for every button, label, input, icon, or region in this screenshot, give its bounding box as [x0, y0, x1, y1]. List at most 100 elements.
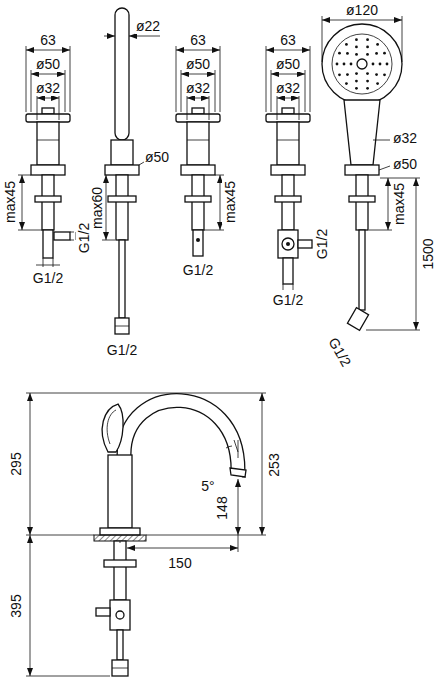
- reach-dimension: 150: [167, 555, 192, 571]
- spout-part: [105, 165, 139, 175]
- nozzle-dots-part: [386, 63, 389, 66]
- nozzle-dots-part: [355, 72, 358, 75]
- valve-middle: [176, 46, 220, 230]
- thread-size: G1/2: [314, 228, 330, 260]
- side-view-part: [242, 477, 246, 478]
- side-view-part: [104, 560, 136, 567]
- diameter-dimension: ø50: [275, 56, 301, 72]
- side-view-part: [96, 608, 110, 616]
- valve-middle-outlet-part: [220, 175, 221, 230]
- hand-shower-part: [369, 230, 392, 231]
- hand-shower-part: [416, 178, 417, 330]
- side-view-part: [102, 404, 123, 452]
- hand-shower-part: [332, 34, 392, 94]
- nozzle-dots-part: [379, 63, 382, 66]
- diameter-dimension: ø50: [392, 156, 418, 172]
- length-dimension: max45: [391, 182, 407, 226]
- hand-shower-part: [357, 59, 367, 69]
- spout: [102, 8, 160, 334]
- nozzle-dots-part: [338, 73, 341, 76]
- valve-left-outlet-part: [70, 232, 74, 233]
- diameter-dimension: ø22: [135, 18, 161, 34]
- spout-part: [106, 175, 107, 240]
- spout-part: [102, 240, 115, 241]
- nozzle-dots-part: [366, 87, 369, 90]
- valve-left: [26, 46, 70, 230]
- angle-dimension: 5°: [200, 478, 215, 494]
- nozzle-dots-part: [366, 45, 369, 48]
- spout-part: [115, 326, 129, 327]
- nozzle-dots-part: [355, 87, 358, 90]
- side-view-part: [127, 548, 238, 549]
- length-dimension: max45: [2, 180, 18, 224]
- hand-shower-part: [359, 230, 365, 310]
- side-view-part: [226, 446, 232, 448]
- valve-left-outlet-part: [36, 265, 60, 266]
- nozzle-dots-part: [372, 63, 375, 66]
- nozzle-dots-part: [383, 52, 386, 55]
- nozzle-dots-part: [355, 53, 358, 56]
- spout-part: [116, 175, 128, 240]
- diameter-dimension: ø50: [144, 149, 170, 165]
- valve-left-outlet-part: [43, 258, 44, 267]
- diameter-dimension: ø32: [35, 80, 61, 96]
- side-view-part: [120, 541, 121, 543]
- thread-size: G1/2: [325, 334, 355, 370]
- hand-shower: [322, 16, 420, 330]
- side-view-part: [117, 630, 123, 660]
- diverter-block-part: [293, 284, 294, 290]
- side-view-part: [234, 440, 238, 452]
- nozzle-dots-part: [366, 53, 369, 56]
- valve-left-outlet-part: [18, 175, 31, 176]
- valve-middle-outlet-part: [193, 230, 203, 256]
- nozzle-dots-part: [343, 63, 346, 66]
- side-view-part: [238, 479, 239, 535]
- diverter-block-part: [278, 230, 298, 258]
- nozzle-dots-part: [336, 63, 339, 66]
- diverter-block-part: [283, 258, 293, 284]
- valve-left-outlet-part: [54, 232, 70, 240]
- nozzle-dots-part: [355, 80, 358, 83]
- height-dimension: 395: [8, 593, 24, 618]
- valve-left-outlet-part: [18, 230, 42, 231]
- nozzle-dots-part: [350, 63, 353, 66]
- hand-shower-part: [366, 330, 420, 331]
- hand-shower-part: [322, 20, 402, 21]
- height-dimension: 148: [214, 495, 230, 520]
- side-view-part: [146, 535, 266, 536]
- side-view-part: [230, 468, 246, 477]
- hand-shower-part: [402, 16, 403, 62]
- valve-middle-outlet-part: [204, 230, 224, 231]
- side-view-part: [238, 535, 239, 552]
- side-view-part: [94, 535, 146, 541]
- width-dimension: 63: [189, 32, 207, 48]
- diverter-block-part: [283, 284, 284, 290]
- nozzle-dots-part: [366, 38, 369, 41]
- side-view: [26, 393, 266, 676]
- side-view-part: [238, 440, 239, 458]
- side-view-part: [26, 393, 266, 394]
- nozzle-dots-part: [375, 52, 378, 55]
- nozzle-dots-part: [366, 72, 369, 75]
- hand-shower-part: [322, 24, 402, 104]
- hand-shower-part: [344, 100, 380, 165]
- spout-part: [119, 240, 125, 318]
- diameter-dimension: ø50: [35, 56, 61, 72]
- hand-shower-part: [380, 178, 420, 179]
- thread-size: G1/2: [182, 262, 214, 278]
- thread-size: G1/2: [106, 342, 138, 358]
- nozzle-dots: [336, 38, 389, 90]
- side-view-part: [30, 393, 31, 535]
- side-view-part: [124, 400, 238, 470]
- side-view-part: [26, 676, 110, 677]
- side-view-part: [107, 410, 116, 444]
- spout-part: [108, 196, 136, 202]
- hand-shower-part: [388, 178, 389, 230]
- hand-shower-part: [379, 166, 390, 170]
- valve-left-outlet-part: [53, 258, 54, 267]
- side-view-part: [112, 668, 128, 669]
- nozzle-dots-part: [346, 73, 349, 76]
- nozzle-dots-part: [366, 80, 369, 83]
- height-dimension: 253: [266, 452, 282, 477]
- diverter-valve: [266, 46, 310, 230]
